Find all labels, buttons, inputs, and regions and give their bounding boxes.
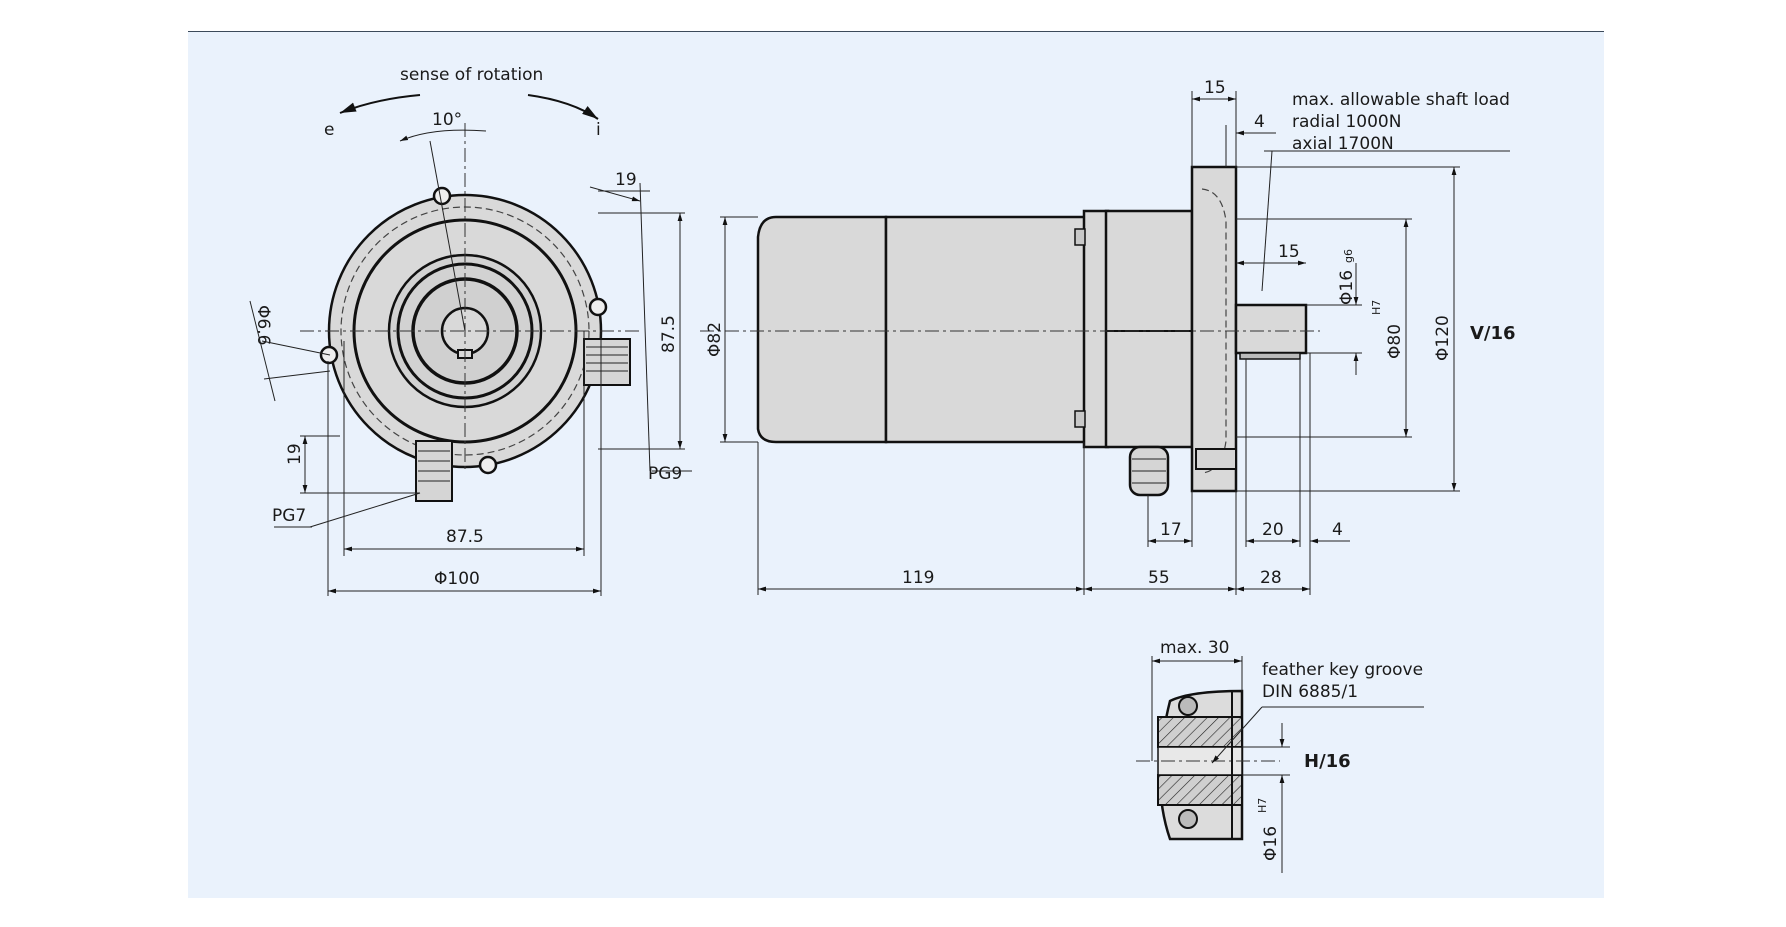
dim-17: 17	[1160, 520, 1182, 540]
dim-dia-80: Φ80	[1385, 324, 1405, 359]
drawing-sheet: sense of rotation e i 10° 19 Φ6.6 87.5 1…	[188, 31, 1604, 898]
pg9-gland	[583, 338, 631, 386]
tolerance-h7: H7	[1370, 300, 1383, 315]
dim-87-5-vertical: 87.5	[659, 315, 679, 353]
cw-label: i	[596, 120, 601, 140]
dim-max-30: max. 30	[1160, 638, 1229, 658]
dim-dia-100: Φ100	[434, 569, 480, 589]
angle-label: 10°	[432, 110, 462, 130]
pg7-label: PG7	[272, 506, 306, 526]
variant-h16: H/16	[1304, 751, 1351, 772]
dim-dia-16-g6: Φ16	[1337, 270, 1357, 305]
dim-4-top: 4	[1254, 112, 1265, 132]
dim-15-flange: 15	[1204, 78, 1226, 98]
dim-15-shaft: 15	[1278, 242, 1300, 262]
groove-standard: DIN 6885/1	[1262, 682, 1358, 702]
front-view	[300, 94, 640, 502]
dim-20: 20	[1262, 520, 1284, 540]
technical-drawing: sense of rotation e i 10° 19 Φ6.6 87.5 1…	[249, 65, 1516, 873]
rotation-label: sense of rotation	[400, 65, 543, 85]
dim-19-left: 19	[285, 443, 305, 465]
ccw-label: e	[324, 120, 334, 140]
side-view	[700, 165, 1320, 497]
dim-55: 55	[1148, 568, 1170, 588]
dim-119: 119	[902, 568, 934, 588]
dim-19-top: 19	[615, 170, 637, 190]
dim-87-5-horizontal: 87.5	[446, 527, 484, 547]
dim-4-bottom: 4	[1332, 520, 1343, 540]
groove-title: feather key groove	[1262, 660, 1423, 680]
tolerance-h7-detail: H7	[1256, 798, 1269, 813]
dim-28: 28	[1260, 568, 1282, 588]
dim-hole-dia: Φ6.6	[253, 305, 273, 345]
shaft-load-radial: radial 1000N	[1292, 112, 1401, 132]
mount-hole-bottom	[478, 455, 498, 475]
hollow-shaft-detail	[1136, 656, 1424, 873]
front-dimensions	[249, 182, 692, 596]
dim-dia-120: Φ120	[1433, 315, 1453, 361]
dim-dia-82: Φ82	[705, 322, 725, 357]
pg9-label: PG9	[648, 464, 682, 484]
shaft-load-axial: axial 1700N	[1292, 134, 1394, 154]
mount-hole-top	[432, 186, 452, 206]
variant-v16: V/16	[1470, 323, 1516, 344]
dim-dia-16-h7: Φ16	[1261, 826, 1281, 861]
side-dimensions	[720, 91, 1510, 595]
shaft-load-title: max. allowable shaft load	[1292, 90, 1510, 110]
tolerance-g6: g6	[1342, 249, 1355, 263]
mount-hole-right	[588, 297, 608, 317]
